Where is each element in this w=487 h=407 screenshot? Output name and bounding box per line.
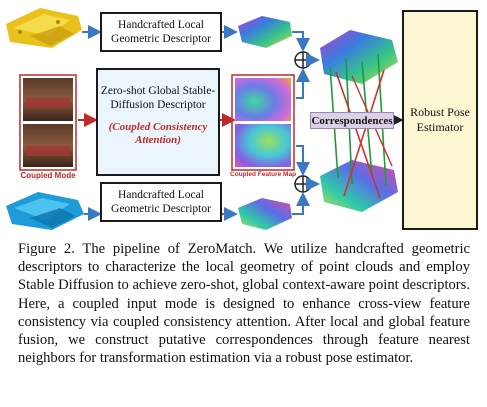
- local-descriptor-top-label: Handcrafted Local Geometric Descriptor: [111, 19, 211, 45]
- diagram-graphics: [6, 8, 404, 230]
- local-feature-cloud-top-icon: [238, 16, 292, 48]
- pose-estimator-box: Robust Pose Estimator: [402, 10, 478, 230]
- pipeline-diagram: Handcrafted Local Geometric Descriptor Z…: [6, 8, 478, 230]
- blue-point-cloud-icon: [6, 192, 84, 230]
- coupled-mode-frame: [19, 74, 77, 171]
- fused-cloud-top-icon: [320, 30, 398, 84]
- coupled-feature-map-frame: [231, 74, 295, 171]
- fused-cloud-bottom-icon: [320, 160, 398, 212]
- yellow-point-cloud-icon: [6, 8, 82, 48]
- figure-caption: Figure 2. The pipeline of ZeroMatch. We …: [18, 240, 470, 367]
- coupled-attention-label: (Coupled Consistency Attention): [108, 121, 208, 146]
- coupled-feature-map-label: Coupled Feature Map: [229, 171, 297, 178]
- local-feature-cloud-bottom-icon: [238, 198, 292, 230]
- local-descriptor-bottom-label: Handcrafted Local Geometric Descriptor: [111, 189, 211, 215]
- correspondences-badge: Correspondences: [310, 112, 394, 129]
- local-descriptor-box-top: Handcrafted Local Geometric Descriptor: [100, 12, 222, 52]
- feature-map-top: [235, 78, 291, 121]
- caption-text: Figure 2. The pipeline of ZeroMatch. We …: [18, 241, 470, 367]
- local-descriptor-box-bottom: Handcrafted Local Geometric Descriptor: [100, 182, 222, 222]
- fusion-add-icon-top: [294, 51, 312, 69]
- fusion-add-icon-bottom: [294, 175, 312, 193]
- global-descriptor-box: Zero-shot Global Stable-Diffusion Descri…: [96, 68, 220, 176]
- global-descriptor-label: Zero-shot Global Stable-Diffusion Descri…: [100, 85, 216, 111]
- coupled-mode-label: Coupled Mode: [20, 171, 76, 180]
- pose-estimator-label: Robust Pose Estimator: [410, 105, 470, 134]
- feature-map-bottom: [235, 124, 291, 167]
- room-image-bottom: [23, 124, 73, 167]
